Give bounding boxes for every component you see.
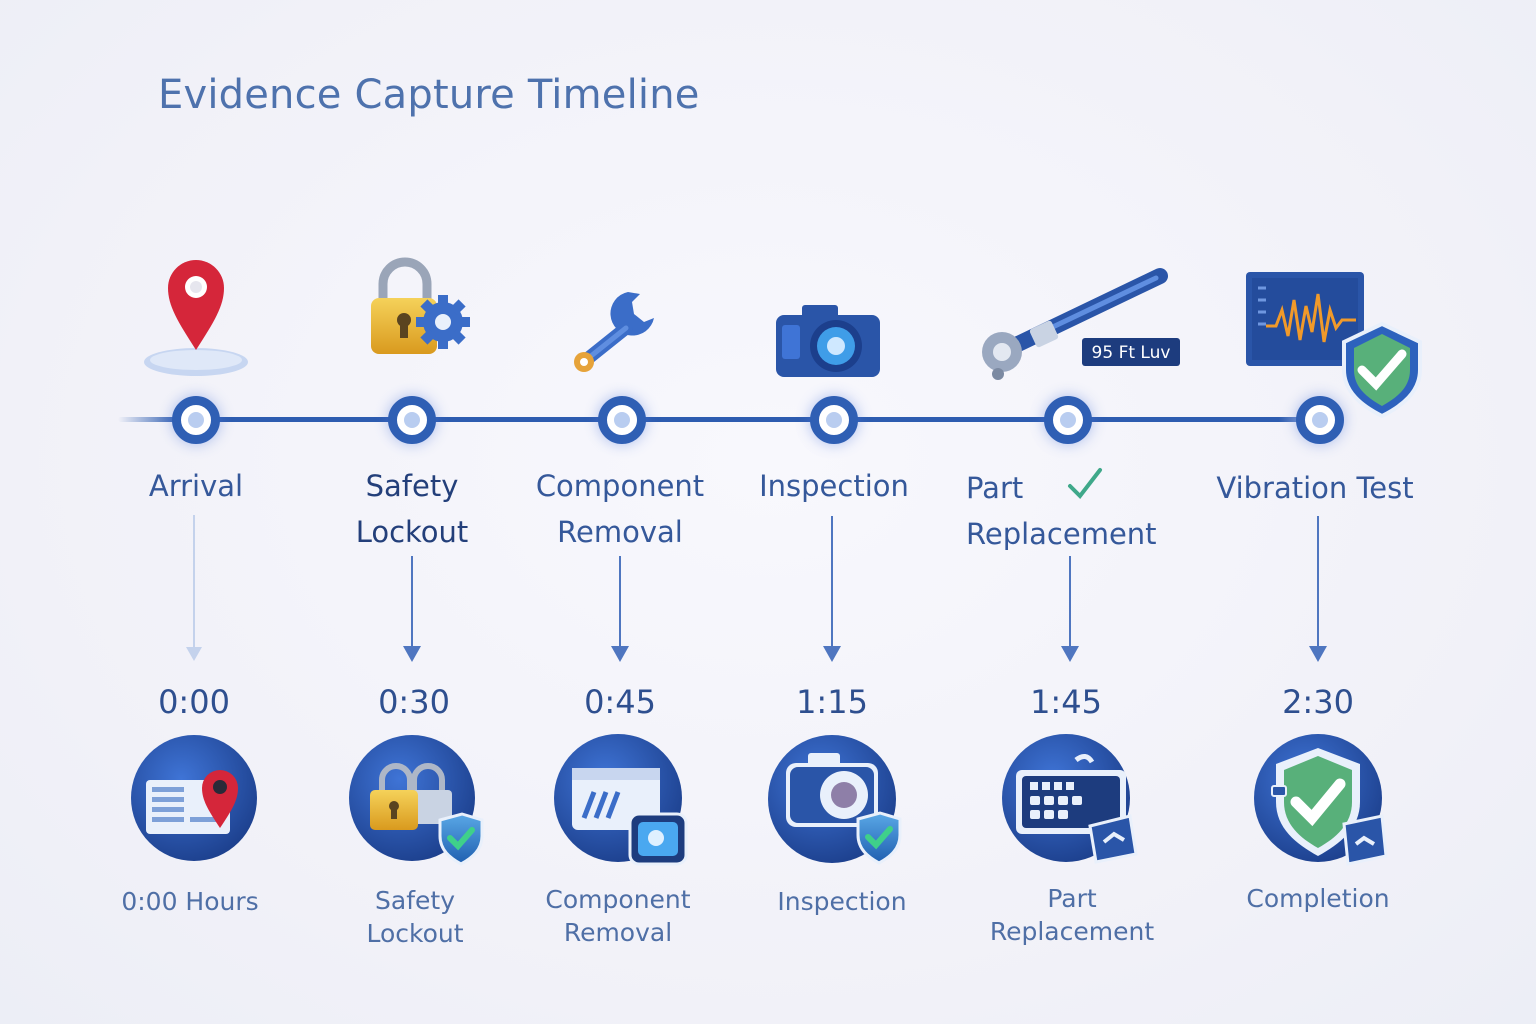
time-stamp: 1:15 (796, 683, 868, 721)
timeline-node-safety-lockout[interactable] (388, 396, 436, 444)
caption-part-replacement: Part Replacement (942, 882, 1202, 948)
down-arrow-icon (611, 556, 629, 662)
stage-label-inspection: Inspection (714, 463, 954, 509)
shield-check-badge-icon (1254, 734, 1388, 866)
time-stamp: 1:45 (1030, 683, 1102, 721)
torque-readout-text: 95 Ft Luv (1092, 343, 1171, 363)
caption-inspection: Inspection (777, 887, 907, 916)
stage-label-line: Replacement (966, 517, 1157, 551)
caption-completion: Completion (1246, 884, 1390, 913)
time-stamp: 0:00 (158, 683, 230, 721)
component-camera-badge-icon (554, 734, 688, 866)
stage-label-safety-lockout: Safety Lockout (292, 463, 532, 555)
camera-shield-badge-icon (768, 735, 902, 865)
stage-label-line: Lockout (355, 515, 469, 549)
caption-line: Lockout (366, 919, 464, 948)
caption-line: Removal (563, 918, 673, 947)
stage-label-line: Component (535, 469, 705, 503)
down-arrow-icon (1061, 556, 1079, 662)
map-pin-badge-icon (131, 735, 257, 861)
stage-label-arrival: Arrival (76, 463, 316, 509)
torque-wrench-icon: 95 Ft Luv (982, 268, 1180, 380)
timeline-node-vibration-test[interactable] (1296, 396, 1344, 444)
time-stamp: 0:45 (584, 683, 656, 721)
timeline-node-component-removal[interactable] (598, 396, 646, 444)
caption-arrival: 0:00 Hours (121, 887, 259, 916)
timeline-node-arrival[interactable] (172, 396, 220, 444)
down-arrow-icon (186, 515, 202, 661)
padlock-gear-icon (371, 257, 470, 354)
time-stamp: 2:30 (1282, 683, 1354, 721)
stage-label-line: Removal (557, 515, 683, 549)
check-mark-icon (1068, 468, 1102, 500)
part-panel-badge-icon (1002, 734, 1138, 864)
timeline-node-part-replacement[interactable] (1044, 396, 1092, 444)
down-arrow-icon (403, 556, 421, 662)
stage-label-line: Part (966, 471, 1024, 505)
padlock-shield-badge-icon (349, 735, 484, 866)
vibration-monitor-shield-icon (1246, 272, 1422, 418)
caption-safety-lockout: Safety Lockout (285, 884, 545, 950)
timeline-node-inspection[interactable] (810, 396, 858, 444)
down-arrow-icon (1309, 516, 1327, 662)
time-stamp: 0:30 (378, 683, 450, 721)
caption-line: Replacement (989, 917, 1155, 946)
stage-label-part-replacement: Part Replacement (966, 465, 1206, 557)
wrench-icon (574, 292, 654, 372)
page-title: Evidence Capture Timeline (158, 72, 700, 118)
stage-label-text: Inspection (759, 469, 909, 503)
caption-line: Part (1047, 884, 1097, 913)
stage-label-component-removal: Component Removal (500, 463, 740, 555)
caption-line: Safety (375, 886, 455, 915)
stage-label-line: Safety (365, 469, 459, 503)
down-arrow-icon (823, 516, 841, 662)
location-pin-icon (144, 260, 248, 376)
camera-icon (776, 305, 880, 377)
stage-label-text: Arrival (148, 469, 244, 503)
stage-label-vibration-test: Vibration Test (1175, 465, 1455, 511)
caption-component-removal: Component Removal (488, 883, 748, 949)
caption-line: Component (545, 885, 691, 914)
stage-label-text: Vibration Test (1216, 471, 1414, 505)
timeline-line (118, 417, 1340, 422)
